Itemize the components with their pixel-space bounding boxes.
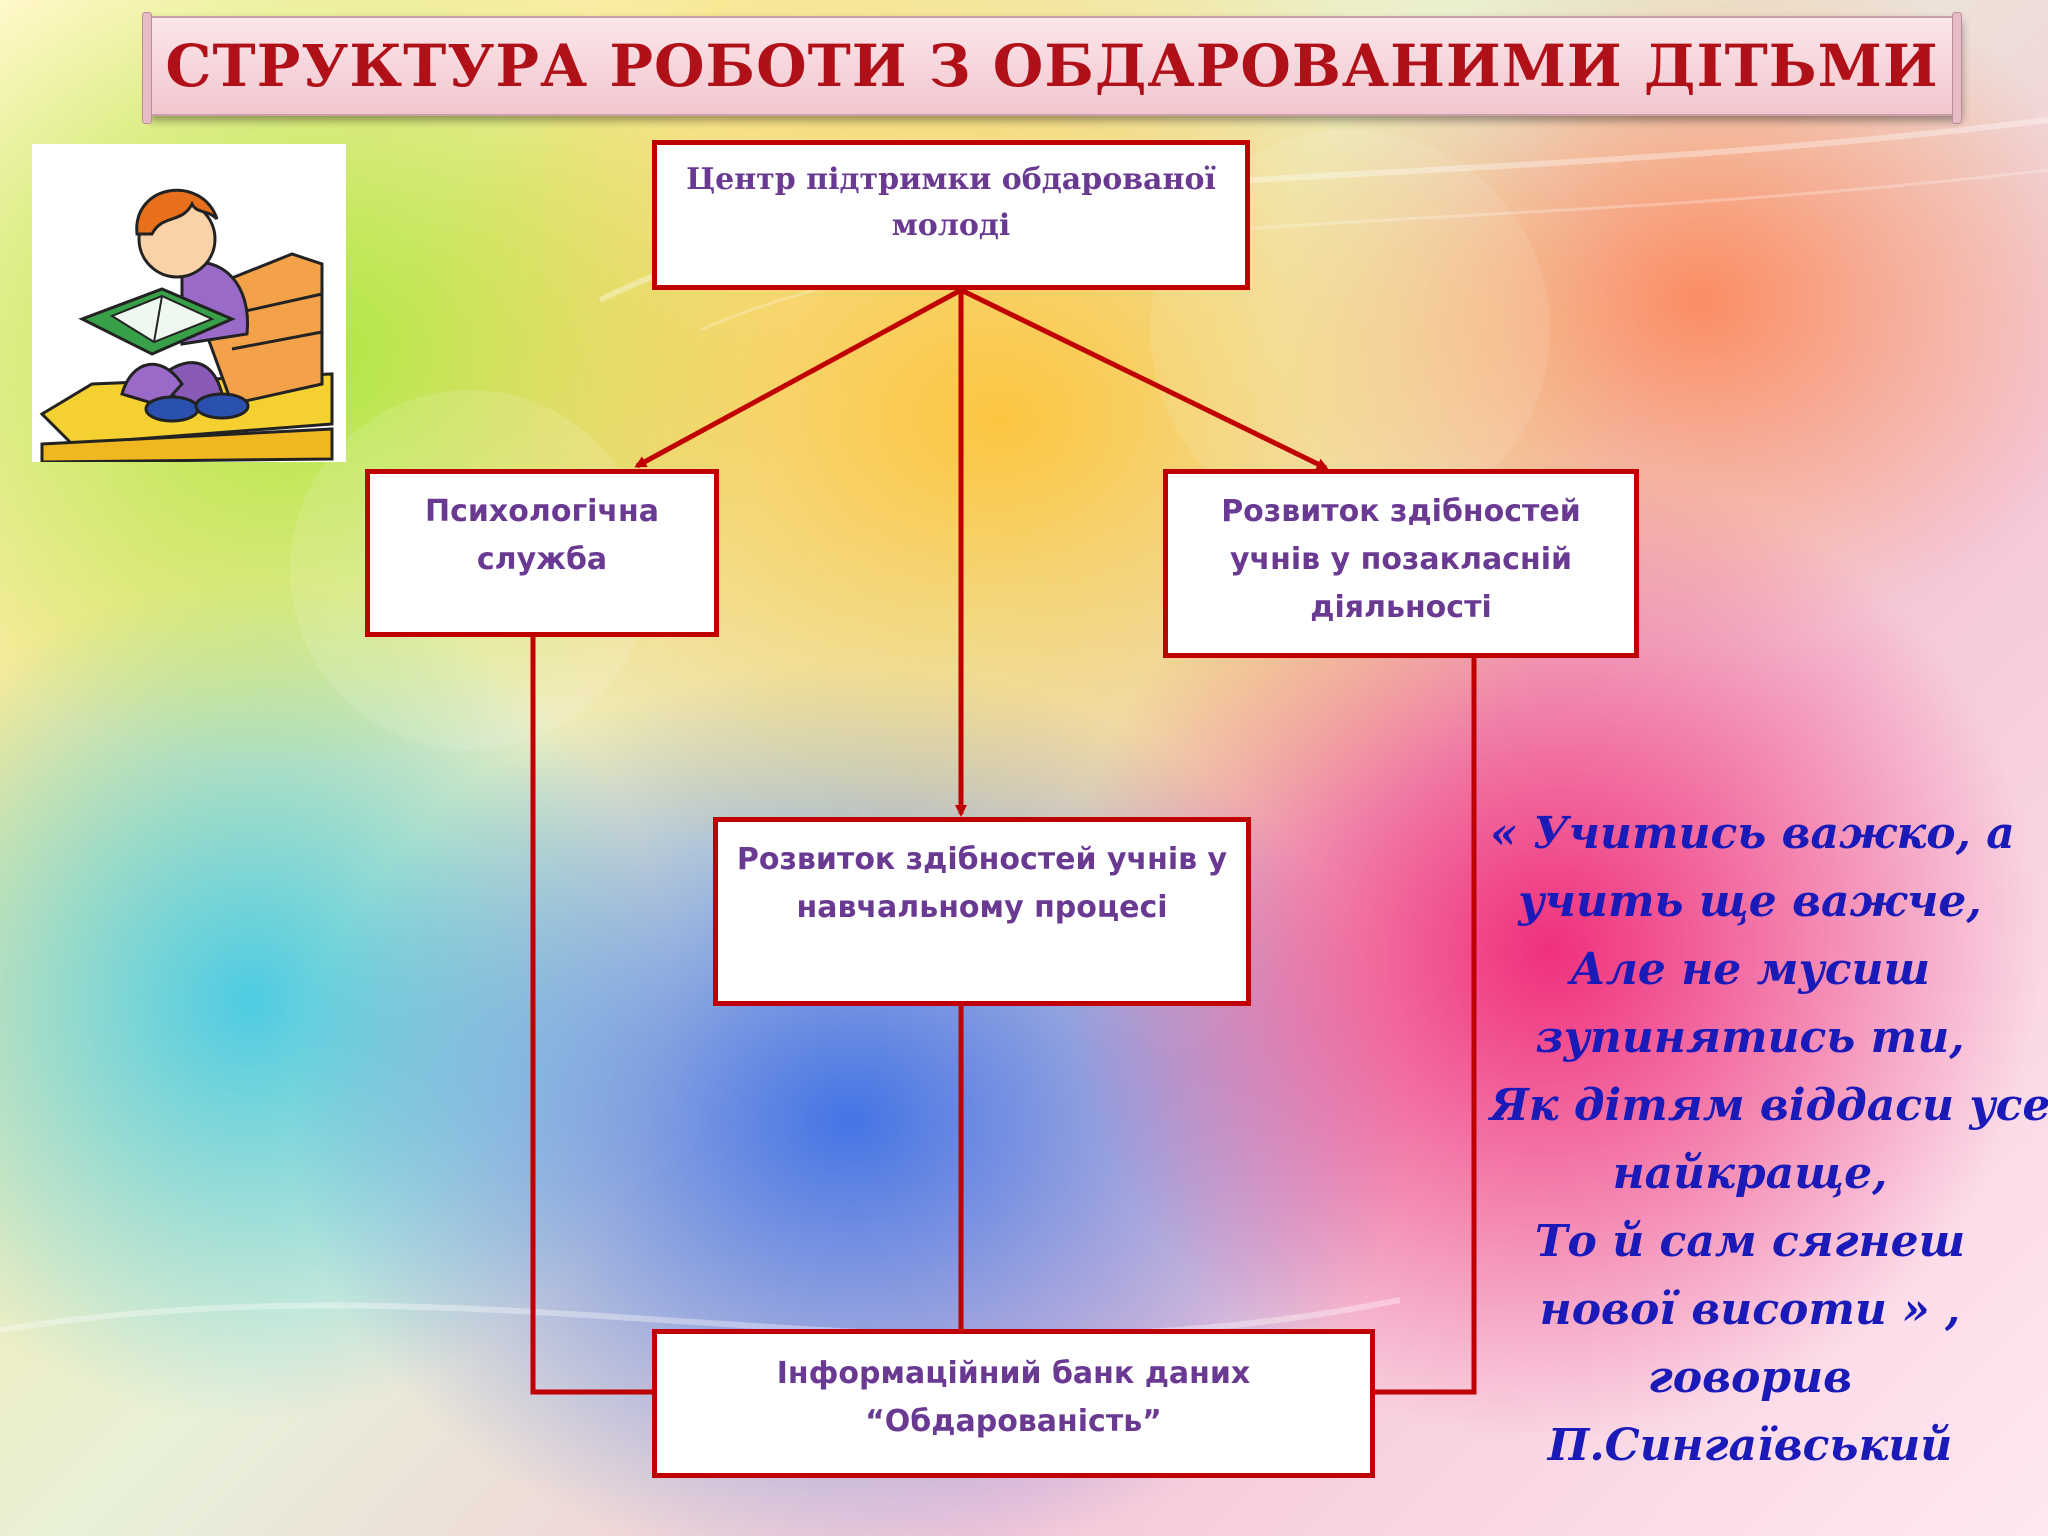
box-databank: Інформаційний банк даних “Обдарованість” — [652, 1329, 1375, 1478]
box-center-line-1: Центр підтримки обдарованої — [686, 162, 1216, 197]
quote-line-8: нової висоти » , — [1539, 1284, 1961, 1335]
arrow-to-extracurricular — [959, 287, 1329, 471]
box-psych-line-1: Психологічна — [425, 494, 659, 529]
illustration — [32, 144, 346, 464]
quote-line-7: То й сам сягнеш — [1534, 1216, 1966, 1267]
quote-line-4: зупинятись ти, — [1535, 1012, 1965, 1063]
quote-line-1: « Учитись важко, а — [1490, 808, 2015, 859]
box-learning-line-2: навчальному процесі — [796, 890, 1168, 925]
box-center-line-2: молоді — [891, 208, 1011, 243]
title-banner: СТРУКТУРА РОБОТИ З ОБДАРОВАНИМИ ДІТЬМИ — [142, 12, 1962, 124]
quote-line-9: говорив — [1648, 1352, 1852, 1403]
box-center-support: Центр підтримки обдарованої молоді — [652, 140, 1250, 290]
box-databank-line-2: “Обдарованість” — [865, 1404, 1162, 1439]
box-extracurricular: Розвиток здібностей учнів у позакласній … — [1163, 469, 1639, 658]
quote-line-10: П.Сингаївський — [1547, 1420, 1953, 1471]
page-title: СТРУКТУРА РОБОТИ З ОБДАРОВАНИМИ ДІТЬМИ — [165, 32, 1939, 100]
quote: « Учитись важко, а учить ще важче, Але н… — [1490, 800, 2048, 1480]
line-psych-to-databank — [530, 636, 654, 1395]
box-extracurricular-line-3: діяльності — [1310, 590, 1492, 625]
arrow-to-psych — [634, 287, 963, 469]
quote-line-3: Але не мусиш — [1569, 944, 1931, 995]
box-databank-line-1: Інформаційний банк даних — [776, 1356, 1251, 1391]
box-psych-service: Психологічна служба — [365, 469, 719, 637]
quote-line-5: Як дітям віддаси усе — [1490, 1080, 2048, 1131]
line-extracurricular-to-databank — [1371, 658, 1477, 1395]
box-psych-line-2: служба — [476, 542, 608, 577]
box-extracurricular-line-2: учнів у позакласній — [1230, 542, 1572, 577]
box-extracurricular-line-1: Розвиток здібностей — [1221, 494, 1581, 529]
quote-line-6: найкраще, — [1612, 1148, 1888, 1199]
box-learning-line-1: Розвиток здібностей учнів у — [736, 842, 1228, 877]
box-learning-process: Розвиток здібностей учнів у навчальному … — [713, 817, 1251, 1006]
boy-reading-icon — [39, 188, 334, 464]
quote-line-2: учить ще важче, — [1518, 876, 1982, 927]
